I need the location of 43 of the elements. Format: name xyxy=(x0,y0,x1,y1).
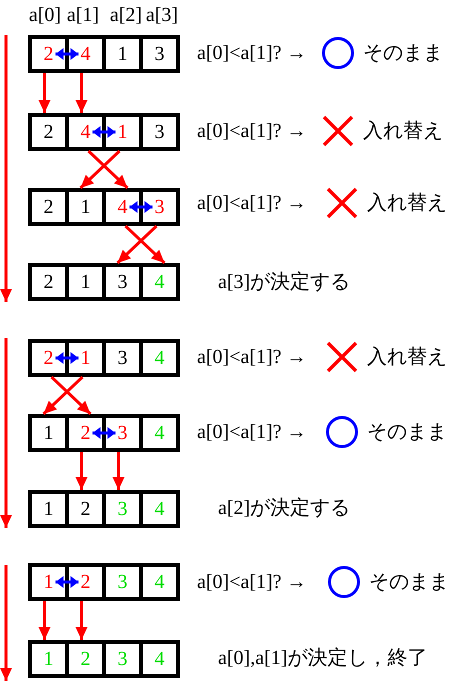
double-arrow xyxy=(92,126,116,138)
double-arrow xyxy=(56,352,78,364)
circle-icon xyxy=(326,416,358,448)
question-text: a[0]<a[1]? → xyxy=(197,420,307,444)
arrow xyxy=(76,601,88,640)
circle-icon xyxy=(328,566,360,598)
double-arrow xyxy=(56,576,78,588)
question-text: a[0]<a[1]? → xyxy=(197,41,307,65)
status-text: a[3]が決定する xyxy=(218,270,350,294)
status-text: a[0],a[1]が決定し，終了 xyxy=(218,646,428,670)
index-label: a[3] xyxy=(146,3,178,27)
arrow xyxy=(42,376,84,416)
arrow xyxy=(112,452,124,490)
arrow xyxy=(50,376,92,416)
result-text: 入れ替え xyxy=(367,191,447,215)
arrow xyxy=(76,452,88,490)
cross-icon xyxy=(322,115,354,147)
double-arrow xyxy=(56,48,78,60)
arrow xyxy=(38,73,50,113)
circle-icon xyxy=(322,37,354,69)
question-text: a[0]<a[1]? → xyxy=(197,191,307,215)
cross-icon xyxy=(326,341,358,373)
question-text: a[0]<a[1]? → xyxy=(197,119,307,143)
double-arrow xyxy=(92,427,116,439)
status-text: a[2]が決定する xyxy=(218,496,350,520)
arrow xyxy=(124,224,166,264)
cross-icon xyxy=(326,187,358,219)
result-text: そのまま xyxy=(363,41,443,65)
index-label: a[2] xyxy=(110,3,142,27)
result-text: そのまま xyxy=(367,420,447,444)
question-text: a[0]<a[1]? → xyxy=(197,345,307,369)
result-text: そのまま xyxy=(369,570,449,594)
result-text: 入れ替え xyxy=(363,119,443,143)
arrow xyxy=(79,150,121,190)
arrow xyxy=(38,601,50,640)
result-text: 入れ替え xyxy=(367,345,447,369)
arrow xyxy=(87,150,129,190)
index-label: a[0] xyxy=(28,3,62,27)
index-label: a[1] xyxy=(66,3,100,27)
arrow xyxy=(76,73,88,113)
question-text: a[0]<a[1]? → xyxy=(197,570,307,594)
arrow xyxy=(116,224,158,264)
double-arrow xyxy=(130,201,152,213)
